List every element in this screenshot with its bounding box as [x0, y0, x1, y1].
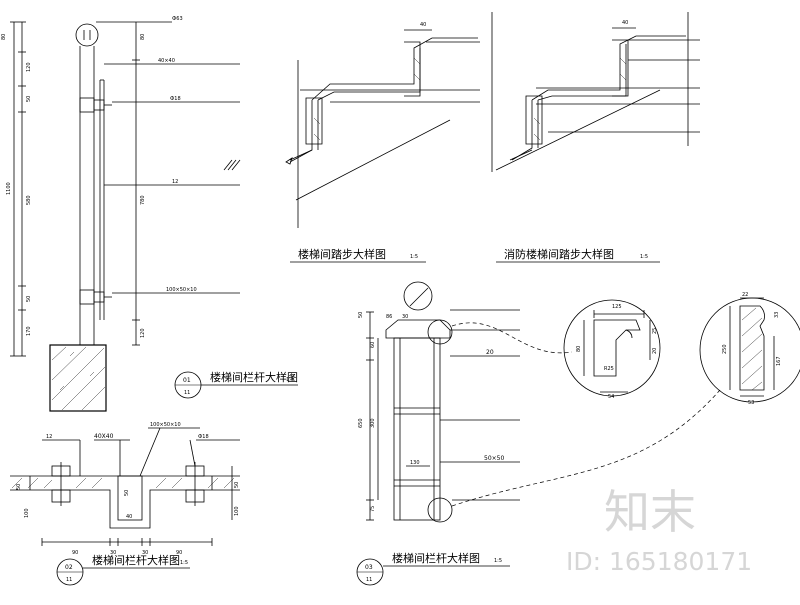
dim-r80: 80 [140, 34, 146, 40]
title-stair-step: 楼梯间踏步大样图 [298, 247, 386, 261]
label-t20: 20 [486, 349, 494, 356]
detail-b-labels: 22 33 250 167 53 [722, 292, 782, 406]
dim-03-650: 650 [358, 418, 364, 428]
detail-a-r25: R25 [604, 366, 614, 372]
callout-ref-01: 11 [184, 390, 190, 396]
label-square: 40×40 [158, 58, 175, 64]
callout-01: 01 11 楼梯间栏杆大样图 1:5 [174, 370, 298, 399]
dim-02-90a: 90 [72, 550, 78, 556]
dim-02-v50: 50 [16, 484, 22, 490]
detail-b-250: 250 [722, 344, 728, 354]
scale-stair-step: 1:5 [410, 254, 418, 260]
callout-02: 02 11 楼梯间栏杆大样图 1:5 [56, 553, 190, 586]
dim-120: 120 [26, 62, 32, 72]
label-bolt: Ф18 [170, 96, 181, 102]
label-base-02: 100×50×10 [150, 422, 181, 428]
dim-r120: 120 [140, 328, 146, 338]
detail-a-20: 20 [652, 348, 658, 354]
scale-railing-02: 1:5 [180, 560, 188, 566]
label-130: 130 [410, 460, 420, 466]
dim-02-v100b: 100 [234, 506, 240, 516]
dim-labels-02: 12 40X40 100×50×10 Ф18 90 30 40 30 90 50… [16, 422, 240, 556]
dim-labels-03: 50 60 650 300 75 86 30 20 50×50 130 [358, 312, 504, 512]
railing-elevation-01 [10, 21, 241, 412]
detail-b-53: 53 [748, 400, 754, 406]
title-railing-02: 楼梯间栏杆大样图 [92, 553, 180, 567]
fire-labels: 40 消防楼梯间踏步大样图 1:5 [496, 20, 660, 263]
stair-step-detail [285, 29, 480, 228]
label-plate-02: 12 [46, 434, 52, 440]
label-bolt-02: Ф18 [198, 434, 209, 440]
dim-02-30b: 30 [142, 550, 148, 556]
dim-03-75: 75 [370, 506, 376, 512]
dim-03-86: 86 [386, 314, 392, 320]
title-railing-01: 楼梯间栏杆大样图 [210, 370, 298, 384]
dim-80: 80 [1, 34, 7, 40]
dim-r780: 780 [140, 195, 146, 205]
detail-a-25: 25 [652, 328, 658, 334]
callout-ref-03: 11 [366, 577, 372, 583]
label-square-02: 40X40 [94, 433, 114, 440]
dim-1100: 1100 [6, 182, 12, 195]
label-tube: Ф63 [172, 16, 183, 22]
scale-railing-03: 1:5 [494, 558, 502, 564]
dim-580: 580 [26, 195, 32, 205]
dim-03-300: 300 [370, 418, 376, 428]
fire-hatch [533, 57, 627, 141]
dim-170: 170 [26, 326, 32, 336]
detail-connectors [451, 322, 721, 507]
dim-02-30a: 30 [110, 550, 116, 556]
watermark-id: ID: 165180171 [566, 547, 752, 576]
label-base: 100×50×10 [166, 287, 197, 293]
watermark-brand: 知末 [604, 485, 696, 539]
detail-a-labels: 125 80 25 20 54 R25 [576, 304, 658, 400]
dim-50a: 50 [26, 96, 32, 102]
detail-b-hatching [741, 307, 763, 391]
dim-02-90b: 90 [176, 550, 182, 556]
watermark: 知末 ID: 165180171 [566, 485, 752, 576]
detail-b-top: 22 [742, 292, 748, 298]
dim-03-50: 50 [358, 312, 364, 318]
dim-03-30: 30 [402, 314, 408, 320]
callout-num-02: 02 [65, 564, 73, 571]
railing-plan-02 [10, 427, 240, 546]
dim-02-v100: 100 [24, 508, 30, 518]
dim-02-40: 40 [126, 514, 132, 520]
stair-labels: 40 楼梯间踏步大样图 1:5 [290, 22, 426, 263]
dim-02-v50b: 50 [124, 490, 130, 496]
callout-ref-02: 11 [66, 577, 72, 583]
enlarged-detail-a [563, 299, 661, 397]
railing-section-03 [366, 281, 520, 523]
dim-labels-01: 80 120 50 1100 580 50 170 80 780 120 Ф63… [1, 16, 197, 338]
detail-b-33: 33 [774, 312, 780, 318]
detail-b-167: 167 [776, 356, 782, 366]
dim-03-60: 60 [370, 342, 376, 348]
detail-a-54: 54 [608, 394, 614, 400]
callout-03: 03 11 楼梯间栏杆大样图 1:5 [356, 551, 510, 586]
base-hatching-01 [51, 346, 106, 411]
step-dim-40a: 40 [420, 22, 426, 28]
dim-50b: 50 [26, 296, 32, 302]
scale-railing-01: 1:5 [286, 377, 294, 383]
label-section: 50×50 [484, 455, 504, 462]
detail-a-80: 80 [576, 346, 582, 352]
title-fire-step: 消防楼梯间踏步大样图 [504, 247, 614, 261]
callout-num-03: 03 [365, 564, 373, 571]
detail-a-125: 125 [612, 304, 622, 310]
stair-hatch [313, 57, 421, 141]
step-dim-40b: 40 [622, 20, 628, 26]
enlarged-detail-b [699, 297, 800, 403]
fire-step-detail [491, 12, 700, 172]
dim-02-v50c: 50 [234, 482, 240, 488]
plan-hatching-02 [11, 477, 235, 489]
label-plate: 12 [172, 179, 178, 185]
title-railing-03: 楼梯间栏杆大样图 [392, 551, 480, 565]
scale-fire-step: 1:5 [640, 254, 648, 260]
callout-num-01: 01 [183, 377, 191, 384]
